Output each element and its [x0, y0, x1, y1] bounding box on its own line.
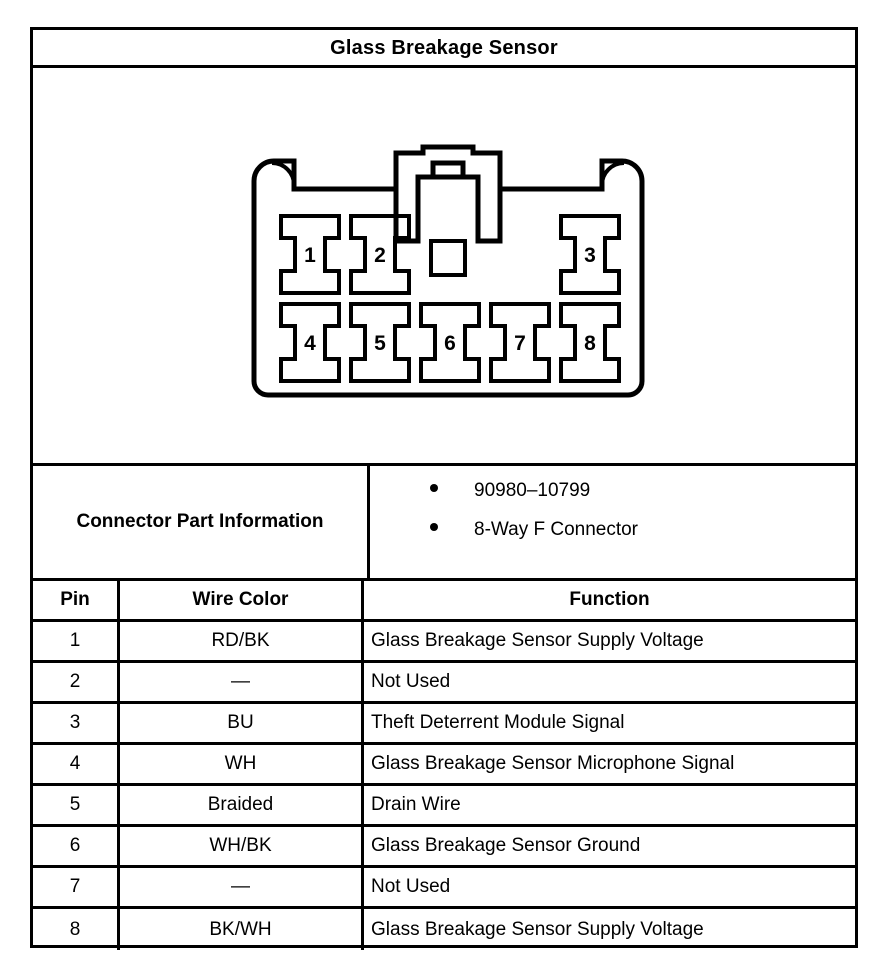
connector-part-information-list: 90980–10799 8-Way F Connector: [370, 466, 855, 578]
column-header-pin: Pin: [33, 581, 120, 619]
connector-svg: 1 2 3 4 5 6 7 8: [251, 144, 645, 398]
cell-wire-color: BU: [120, 704, 364, 742]
column-header-function: Function: [569, 589, 650, 610]
bullet-icon: [430, 484, 438, 492]
cell-function: Not Used: [371, 671, 451, 692]
cell-pin: 7: [33, 868, 120, 906]
cavity-label-5: 5: [374, 332, 386, 355]
column-header-wire-color: Wire Color: [120, 581, 364, 619]
pin-assignment-table: Pin Wire Color Function 1 RD/BK Glass Br…: [33, 581, 855, 950]
cell-pin: 5: [33, 786, 120, 824]
cell-wire-color: RD/BK: [120, 622, 364, 660]
connector-diagram-panel: 1 2 3 4 5 6 7 8: [33, 68, 855, 466]
cavity-label-4: 4: [304, 332, 316, 355]
table-row: 6 WH/BK Glass Breakage Sensor Ground: [33, 827, 855, 868]
table-header-row: Pin Wire Color Function: [33, 581, 855, 622]
cavity-4-outline: [279, 302, 341, 383]
table-row: 2 — Not Used: [33, 663, 855, 704]
cavity-3-outline: [559, 214, 621, 295]
cell-function: Drain Wire: [371, 794, 461, 815]
cavity-1-outline: [279, 214, 341, 295]
cavity-label-6: 6: [444, 332, 456, 355]
cell-wire-color: WH/BK: [120, 827, 364, 865]
part-number-text: 90980–10799: [474, 480, 591, 501]
right-notch-arc: [600, 161, 625, 186]
cell-function: Glass Breakage Sensor Supply Voltage: [371, 918, 704, 940]
cell-pin: 1: [33, 622, 120, 660]
left-notch-arc: [271, 161, 296, 186]
cavity-label-1: 1: [304, 244, 316, 267]
cell-pin: 8: [33, 909, 120, 950]
cell-function: Glass Breakage Sensor Ground: [371, 835, 641, 856]
table-row: 5 Braided Drain Wire: [33, 786, 855, 827]
table-row: 3 BU Theft Deterrent Module Signal: [33, 704, 855, 745]
cell-pin: 6: [33, 827, 120, 865]
cavity-5-outline: [349, 302, 411, 383]
cell-wire-color: —: [120, 663, 364, 701]
cell-wire-color: BK/WH: [120, 909, 364, 950]
cavity-7-outline: [489, 302, 551, 383]
cell-wire-color: WH: [120, 745, 364, 783]
table-row: 4 WH Glass Breakage Sensor Microphone Si…: [33, 745, 855, 786]
cavity-8-outline: [559, 302, 621, 383]
latch-tab: [430, 160, 466, 177]
cavity-label-3: 3: [584, 244, 596, 267]
cell-function: Not Used: [371, 876, 451, 897]
cell-function: Glass Breakage Sensor Microphone Signal: [371, 753, 735, 774]
cavity-6-outline: [419, 302, 481, 383]
connector-shell-outline: [251, 144, 645, 398]
cell-wire-color: Braided: [120, 786, 364, 824]
connector-part-information-row: Connector Part Information 90980–10799 8…: [33, 466, 855, 581]
cavity-label-8: 8: [584, 332, 596, 355]
table-row: 7 — Not Used: [33, 868, 855, 909]
cavity-group-top: [279, 214, 621, 295]
cell-function: Theft Deterrent Module Signal: [371, 712, 625, 733]
connector-illustration: 1 2 3 4 5 6 7 8: [248, 141, 648, 406]
bullet-icon: [430, 523, 438, 531]
part-info-item: 90980–10799: [430, 480, 855, 519]
cavity-label-7: 7: [514, 332, 526, 355]
cell-pin: 3: [33, 704, 120, 742]
cell-pin: 4: [33, 745, 120, 783]
cell-wire-color: —: [120, 868, 364, 906]
table-row: 8 BK/WH Glass Breakage Sensor Supply Vol…: [33, 909, 855, 950]
cavity-label-2: 2: [374, 244, 386, 267]
polarizing-key: [429, 239, 467, 277]
center-latch: [393, 153, 503, 244]
title-row: Glass Breakage Sensor: [33, 30, 855, 68]
cell-function: Glass Breakage Sensor Supply Voltage: [371, 630, 704, 651]
table-row: 1 RD/BK Glass Breakage Sensor Supply Vol…: [33, 622, 855, 663]
cavity-2-outline: [349, 214, 411, 295]
cell-pin: 2: [33, 663, 120, 701]
part-info-item: 8-Way F Connector: [430, 519, 855, 558]
connector-type-text: 8-Way F Connector: [474, 519, 639, 540]
page-title: Glass Breakage Sensor: [330, 36, 558, 59]
connector-part-information-label: Connector Part Information: [33, 466, 370, 578]
sheet-frame: Glass Breakage Sensor: [30, 27, 858, 950]
cavity-group-bottom: [279, 302, 621, 383]
